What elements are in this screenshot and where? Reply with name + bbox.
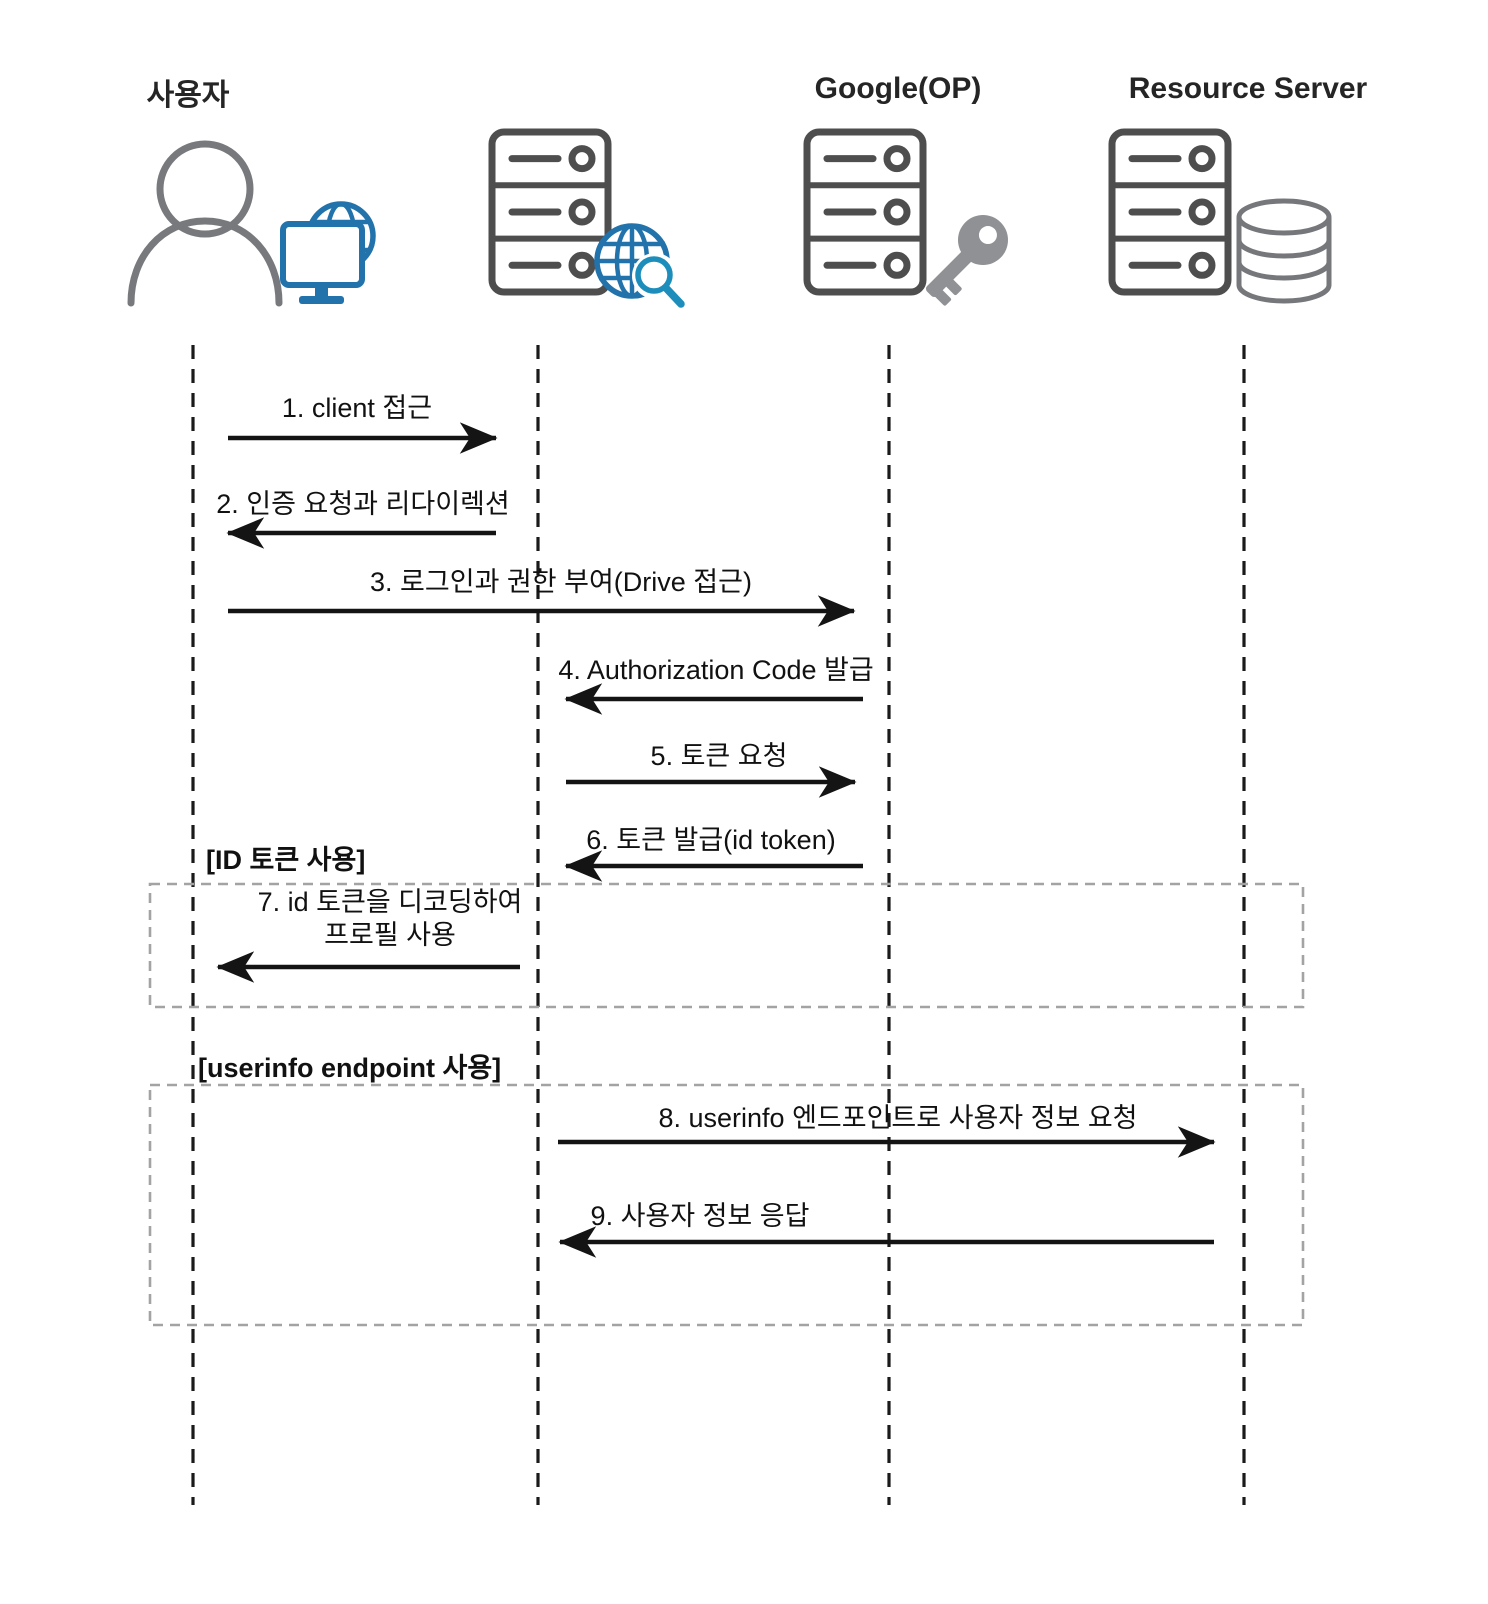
client-server-icon [492, 132, 608, 292]
web-search-icon [594, 223, 685, 308]
message-label-5: 5. 토큰 요청 [650, 741, 788, 771]
browser-monitor-globe-icon [280, 201, 376, 304]
person-icon [127, 140, 283, 307]
key-icon [925, 215, 1008, 306]
message-label-3: 3. 로그인과 권한 부여(Drive 접근) [370, 567, 752, 597]
fragment-label-userinfo: [userinfo endpoint 사용] [198, 1053, 502, 1083]
fragment-frame-id-token [148, 882, 1305, 1009]
database-icon [1236, 198, 1332, 304]
message-label-1: 1. client 접근 [281, 393, 433, 423]
fragment-label-id-token: [ID 토큰 사용] [206, 845, 366, 875]
message-label-9: 9. 사용자 정보 응답 [590, 1201, 810, 1231]
google-server-icon [807, 132, 923, 292]
resource-server-icon [1112, 132, 1228, 292]
message-label-2: 2. 인증 요청과 리다이렉션 [216, 489, 510, 519]
message-label-7: 7. id 토큰을 디코딩하여 프로필 사용 [257, 887, 523, 950]
actor-label-user: 사용자 [146, 79, 230, 112]
actor-label-google: Google(OP) [814, 72, 982, 105]
message-label-4: 4. Authorization Code 발급 [558, 655, 874, 685]
actor-label-resource-server: Resource Server [1128, 72, 1368, 105]
message-label-6: 6. 토큰 발급(id token) [586, 825, 836, 855]
message-label-8: 8. userinfo 엔드포인트로 사용자 정보 요청 [658, 1103, 1138, 1133]
